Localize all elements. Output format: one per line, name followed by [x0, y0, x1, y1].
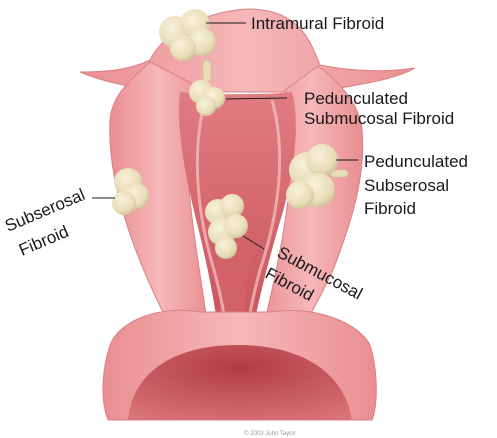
label-pedunculated-submucosal-line1: Pedunculated — [304, 89, 408, 108]
label-pedunculated-subserosal-line3: Fibroid — [364, 199, 416, 218]
label-pedunculated-subserosal-line1: Pedunculated — [364, 152, 468, 171]
copyright-notice: © 2003 John Taylor — [244, 430, 296, 437]
label-pedunculated-subserosal-line2: Subserosal — [364, 176, 449, 195]
label-intramural-fibroid: Intramural Fibroid — [251, 14, 384, 33]
label-pedunculated-submucosal-line2: Submucosal Fibroid — [304, 109, 454, 128]
label-subserosal-line1: Subserosal — [2, 185, 88, 236]
